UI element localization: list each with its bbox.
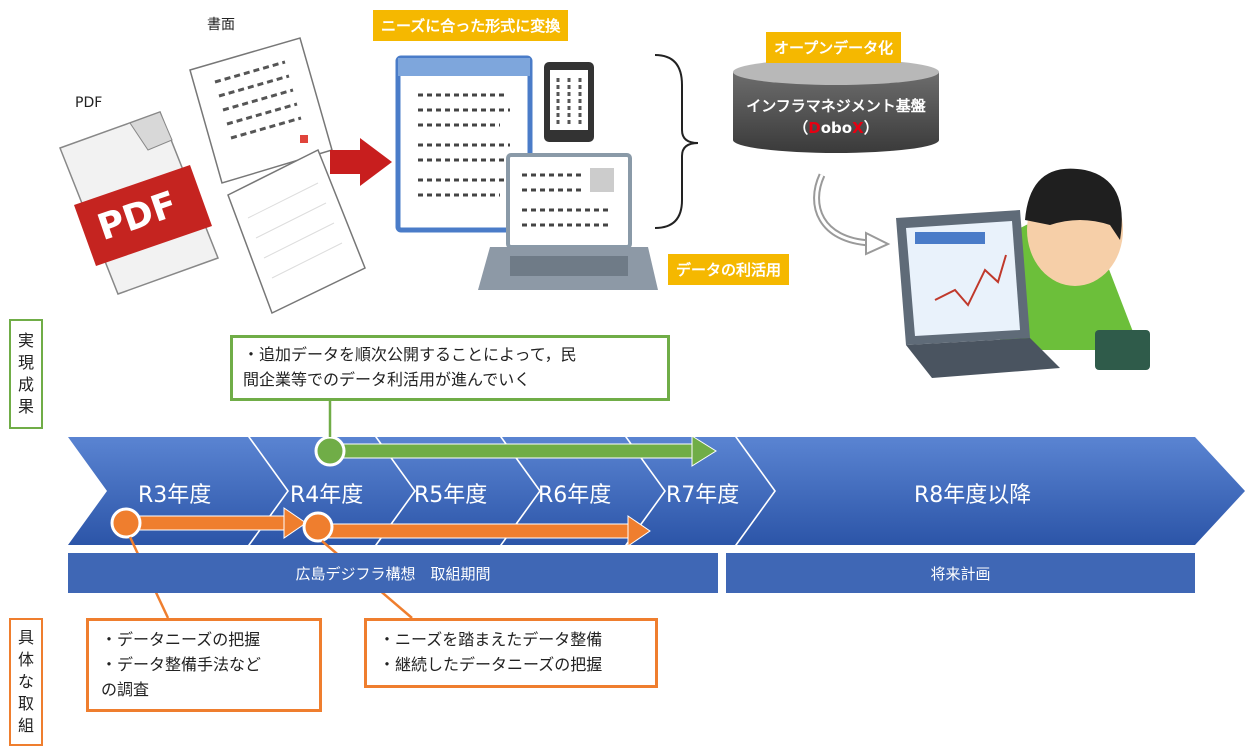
tag-convert: ニーズに合った形式に変換 xyxy=(373,10,569,41)
curved-arrow-icon xyxy=(813,173,891,256)
brand-d: D xyxy=(808,119,821,137)
year-r6: R6年度 xyxy=(538,483,612,508)
effort-callout-line: ・ニーズを踏まえたデータ整備 xyxy=(379,630,603,649)
paper-document-label: 書面 xyxy=(207,17,235,33)
year-r8-onward: R8年度以降 xyxy=(914,483,1032,508)
curly-brace-icon xyxy=(654,54,699,229)
efforts-char: 具 xyxy=(17,628,34,647)
brand-obo: obo xyxy=(820,119,853,137)
period-bar-future: 将来計画 xyxy=(726,553,1195,593)
red-arrow-icon xyxy=(330,138,392,186)
database-cylinder-icon xyxy=(733,59,939,153)
efforts-side-label: 具 体 な 取 組 xyxy=(9,618,43,746)
efforts-char: な xyxy=(17,672,34,691)
year-r5: R5年度 xyxy=(414,483,488,508)
laptop-illustration xyxy=(478,153,658,290)
year-r4: R4年度 xyxy=(290,483,364,508)
efforts-char: 取 xyxy=(17,694,34,713)
results-char: 現 xyxy=(17,353,34,372)
effort-callout-r4: ・ニーズを踏まえたデータ整備 ・継続したデータニーズの把握 xyxy=(364,618,658,688)
effort-callout-line: の調査 xyxy=(101,680,150,699)
database-brand: （DoboX） xyxy=(733,117,939,139)
result-callout-line: ・追加データを順次公開することによって，民 xyxy=(243,345,577,364)
brand-x: X xyxy=(852,119,864,137)
effort-callout-line: ・データニーズの把握 xyxy=(101,630,261,649)
database-title: インフラマネジメント基盤 xyxy=(746,97,926,115)
results-side-label: 実 現 成 果 xyxy=(9,319,43,429)
efforts-char: 組 xyxy=(17,716,34,735)
blank-paper-illustration xyxy=(227,148,366,315)
orange-effort-arrow-r4 xyxy=(302,511,651,547)
result-callout-line: 間企業等でのデータ利活用が進んでいく xyxy=(243,370,531,389)
results-char: 果 xyxy=(17,397,34,416)
effort-callout-line: ・データ整備手法など xyxy=(101,655,262,674)
tag-utilize: データの利活用 xyxy=(668,254,790,285)
pdf-label: PDF xyxy=(75,95,103,111)
results-char: 成 xyxy=(17,375,34,394)
efforts-char: 体 xyxy=(17,650,34,669)
effort-callout-line: ・継続したデータニーズの把握 xyxy=(379,655,603,674)
monitor-window-illustration xyxy=(395,55,533,233)
tag-opendata: オープンデータ化 xyxy=(766,32,902,63)
person-using-laptop-illustration xyxy=(896,168,1150,378)
paren-close: ） xyxy=(863,119,879,137)
year-r3: R3年度 xyxy=(138,483,212,508)
smartphone-illustration xyxy=(544,62,594,142)
period-bar-main: 広島デジフラ構想 取組期間 xyxy=(68,553,718,593)
effort-callout-r3: ・データニーズの把握 ・データ整備手法など の調査 xyxy=(86,618,322,712)
year-r7: R7年度 xyxy=(666,483,740,508)
orange-effort-arrow-r3 xyxy=(110,507,307,539)
paren-open: （ xyxy=(793,119,809,137)
results-char: 実 xyxy=(17,331,34,350)
timeline-arrows xyxy=(68,437,1245,545)
result-callout: ・追加データを順次公開することによって，民 間企業等でのデータ利活用が進んでいく xyxy=(230,335,670,401)
pdf-file-illustration xyxy=(59,111,219,295)
database-label: インフラマネジメント基盤 （DoboX） xyxy=(733,95,939,139)
green-result-arrow xyxy=(314,435,717,467)
